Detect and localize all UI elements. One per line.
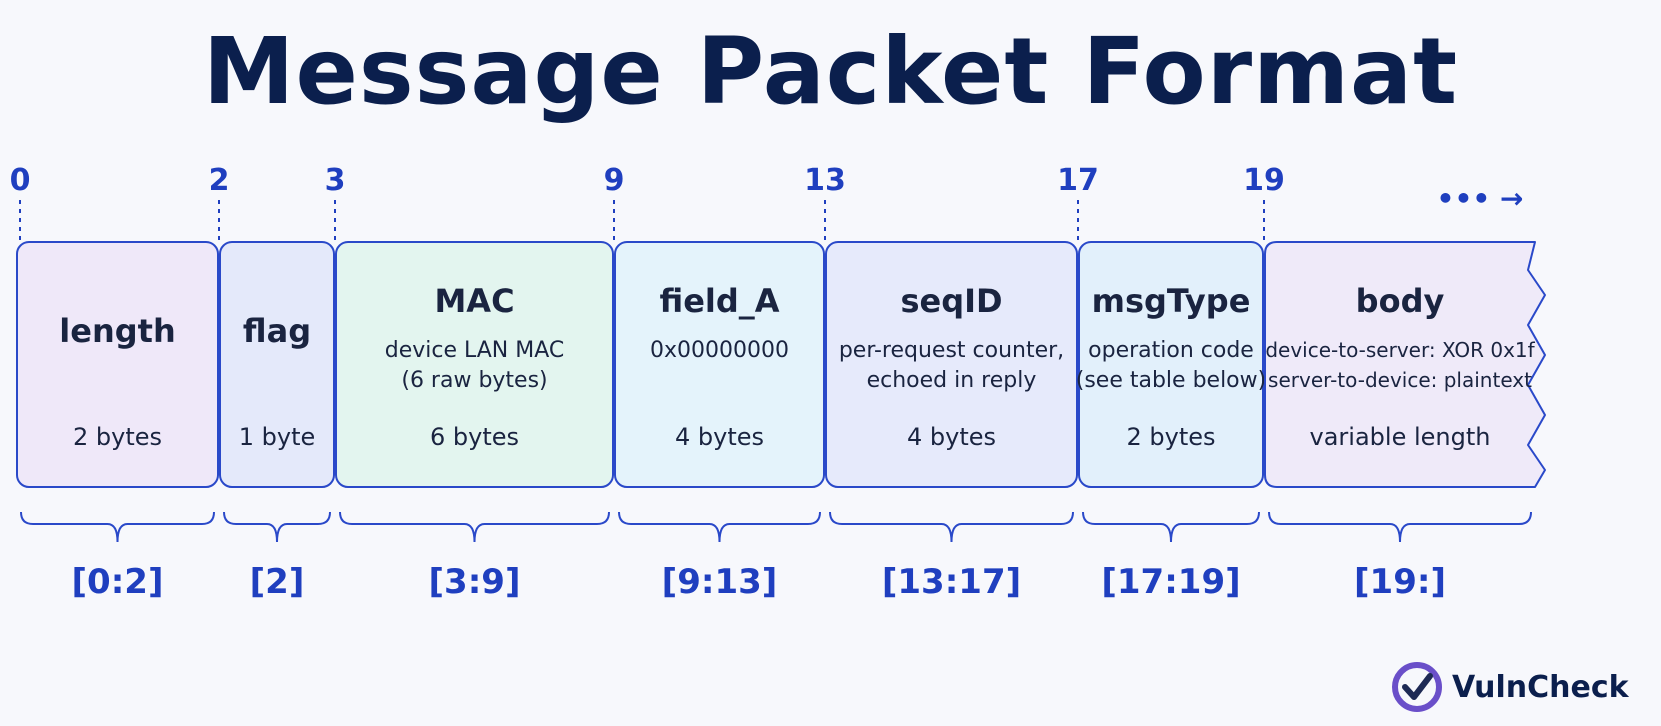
field-desc-body-0: device-to-server: XOR 0x1f [1265,338,1535,362]
field-name-flag: flag [243,312,311,350]
continuation-arrow: ••• → [1437,182,1524,215]
brace-flag [223,511,331,543]
range-label-body: [19:] [1354,562,1446,602]
offset-label-9: 9 [604,163,625,198]
field-box-length [16,241,219,488]
field-size-flag: 1 byte [239,423,316,451]
page-title: Message Packet Format [202,18,1459,125]
offset-label-2: 2 [209,163,230,198]
field-name-MAC: MAC [434,282,514,320]
field-box-field_A [614,241,825,488]
offset-label-17: 17 [1057,163,1099,198]
field-desc-seqID-1: echoed in reply [867,368,1037,393]
field-size-length: 2 bytes [73,423,162,451]
field-desc-seqID-0: per-request counter, [839,338,1064,363]
field-size-seqID: 4 bytes [907,423,996,451]
field-size-body: variable length [1310,423,1491,451]
vulncheck-logo: VulnCheck [1390,660,1629,714]
range-label-field_A: [9:13] [662,562,778,602]
field-box-flag [219,241,335,488]
field-size-field_A: 4 bytes [675,423,764,451]
field-name-seqID: seqID [900,282,1002,320]
brace-field_A [618,511,821,543]
range-label-seqID: [13:17] [882,562,1021,602]
field-name-msgType: msgType [1092,282,1251,320]
field-desc-msgType-1: (see table below) [1076,368,1266,393]
field-size-MAC: 6 bytes [430,423,519,451]
brace-msgType [1082,511,1260,543]
field-name-field_A: field_A [659,282,779,320]
field-desc-field_A-0: 0x00000000 [650,338,789,363]
range-label-MAC: [3:9] [429,562,521,602]
field-desc-MAC-0: device LAN MAC [385,338,565,363]
field-size-msgType: 2 bytes [1126,423,1215,451]
field-desc-body-1: server-to-device: plaintext [1268,368,1532,392]
offset-label-0: 0 [10,163,31,198]
field-desc-MAC-1: (6 raw bytes) [401,368,547,393]
offset-label-3: 3 [325,163,346,198]
brace-seqID [829,511,1074,543]
brace-body [1268,511,1532,543]
field-box-MAC [335,241,614,488]
field-box-seqID [825,241,1078,488]
field-box-msgType [1078,241,1264,488]
field-name-body: body [1356,282,1445,320]
range-label-length: [0:2] [72,562,164,602]
brace-length [20,511,215,543]
field-desc-msgType-0: operation code [1088,338,1254,363]
brace-MAC [339,511,610,543]
field-box-body [1264,241,1546,488]
offset-label-13: 13 [804,163,846,198]
range-label-flag: [2] [250,562,305,602]
vulncheck-check-icon [1392,662,1442,712]
field-name-length: length [59,312,175,350]
offset-label-19: 19 [1243,163,1285,198]
brand-name: VulnCheck [1452,669,1629,705]
range-label-msgType: [17:19] [1101,562,1240,602]
